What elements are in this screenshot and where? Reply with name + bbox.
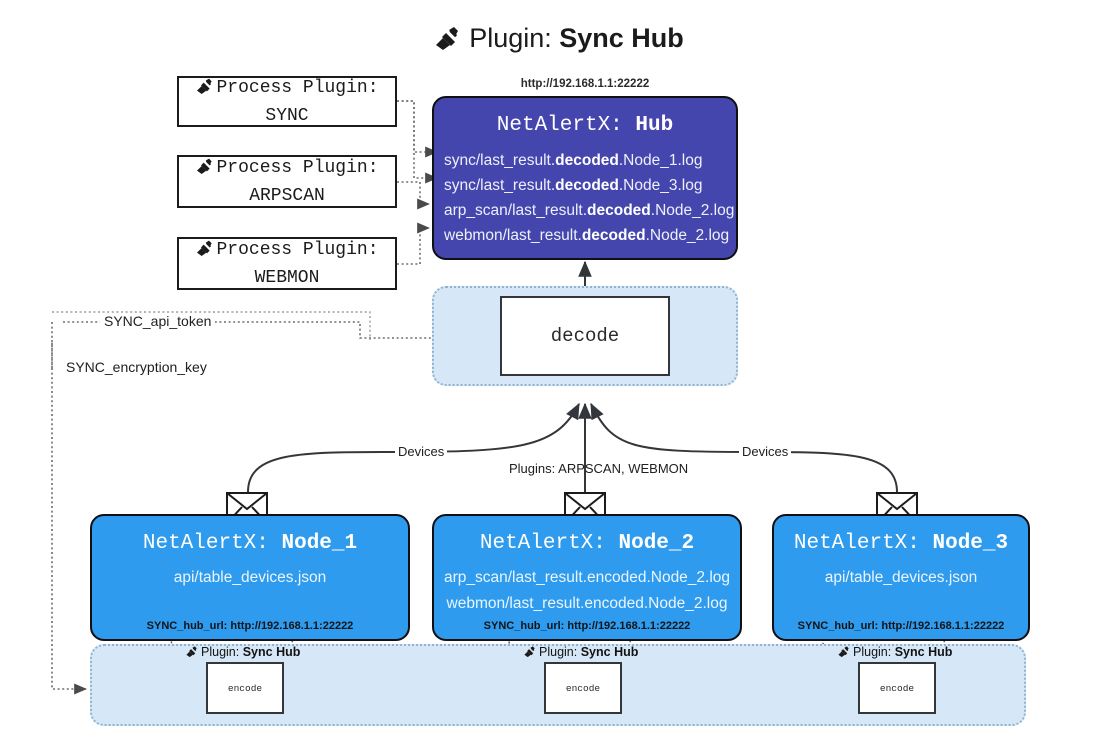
hub-log-line: arp_scan/last_result.decoded.Node_2.log	[444, 202, 735, 219]
hub-title: NetAlertX: Hub	[434, 114, 736, 137]
node-box-node-1[interactable]: NetAlertX: Node_1 api/table_devices.json…	[90, 514, 410, 641]
node-box-node-2[interactable]: NetAlertX: Node_2 arp_scan/last_result.e…	[432, 514, 742, 641]
plug-icon	[185, 645, 199, 661]
hub-title-prefix: NetAlertX:	[496, 114, 623, 137]
process-plugin-box-sync[interactable]: Process Plugin: SYNC	[177, 76, 397, 127]
process-plugin-line-1: Process Plugin:	[195, 156, 379, 184]
process-plugin-label: Process Plugin:	[216, 240, 379, 260]
process-plugin-name: SYNC	[265, 106, 309, 126]
node-line: arp_scan/last_result.encoded.Node_2.log	[443, 569, 731, 586]
hub-url-label: http://192.168.1.1:22222	[520, 78, 650, 90]
process-plugin-label: Process Plugin:	[216, 158, 379, 178]
node-line-list: api/table_devices.json	[774, 565, 1028, 591]
page-title: Plugin: Sync Hub	[0, 16, 1117, 64]
hub-log-list: sync/last_result.decoded.Node_1.log sync…	[434, 148, 736, 248]
hub-title-name: Hub	[635, 114, 674, 137]
node-title: NetAlertX: Node_1	[142, 532, 358, 555]
process-plugin-line-1: Process Plugin:	[195, 238, 379, 266]
process-plugin-name: ARPSCAN	[249, 186, 325, 206]
encode-box-3[interactable]: encode	[858, 662, 936, 714]
decode-box[interactable]: decode	[500, 296, 670, 376]
node-line: webmon/last_result.encoded.Node_2.log	[446, 595, 728, 612]
node-title: NetAlertX: Node_3	[793, 532, 1009, 555]
plug-icon	[433, 20, 463, 64]
process-plugin-line-1: Process Plugin:	[195, 76, 379, 104]
node-footer: SYNC_hub_url: http://192.168.1.1:22222	[483, 620, 691, 632]
process-plugin-box-arpscan[interactable]: Process Plugin: ARPSCAN	[177, 155, 397, 208]
encoder-plugin-label-2: Plugin: Sync Hub	[523, 645, 638, 661]
plug-icon	[523, 645, 537, 661]
title-prefix: Plugin:	[469, 23, 552, 53]
node-footer: SYNC_hub_url: http://192.168.1.1:22222	[146, 620, 354, 632]
encoder-plugin-label-3: Plugin: Sync Hub	[837, 645, 952, 661]
encode-box-1[interactable]: encode	[206, 662, 284, 714]
node-box-node-3[interactable]: NetAlertX: Node_3 api/table_devices.json…	[772, 514, 1030, 641]
plug-icon	[195, 157, 215, 184]
sync-api-token-label: SYNC_api_token	[100, 313, 216, 329]
sync-encryption-key-label: SYNC_encryption_key	[62, 359, 211, 375]
process-plugin-box-webmon[interactable]: Process Plugin: WEBMON	[177, 237, 397, 290]
node-title: NetAlertX: Node_2	[479, 532, 695, 555]
encoder-plugin-label-1: Plugin: Sync Hub	[185, 645, 300, 661]
process-plugin-label: Process Plugin:	[216, 78, 379, 98]
plug-icon	[195, 239, 215, 266]
hub-box[interactable]: NetAlertX: Hub sync/last_result.decoded.…	[432, 96, 738, 260]
hub-log-line: webmon/last_result.decoded.Node_2.log	[444, 227, 730, 244]
plug-icon	[195, 77, 215, 104]
hub-log-line: sync/last_result.decoded.Node_1.log	[444, 152, 703, 169]
node-line: api/table_devices.json	[173, 569, 327, 586]
node-line-list: arp_scan/last_result.encoded.Node_2.log …	[434, 565, 740, 617]
edge-label-devices-left: Devices	[395, 444, 448, 459]
node-line: api/table_devices.json	[824, 569, 978, 586]
node-footer: SYNC_hub_url: http://192.168.1.1:22222	[797, 620, 1005, 632]
edge-label-plugins-center: Plugins: ARPSCAN, WEBMON	[509, 461, 689, 476]
edge-label-devices-right: Devices	[739, 444, 792, 459]
node-line-list: api/table_devices.json	[92, 565, 408, 591]
plug-icon	[837, 645, 851, 661]
hub-log-line: sync/last_result.decoded.Node_3.log	[444, 177, 703, 194]
process-plugin-name: WEBMON	[254, 268, 320, 288]
title-name: Sync Hub	[559, 23, 684, 53]
encode-box-2[interactable]: encode	[544, 662, 622, 714]
